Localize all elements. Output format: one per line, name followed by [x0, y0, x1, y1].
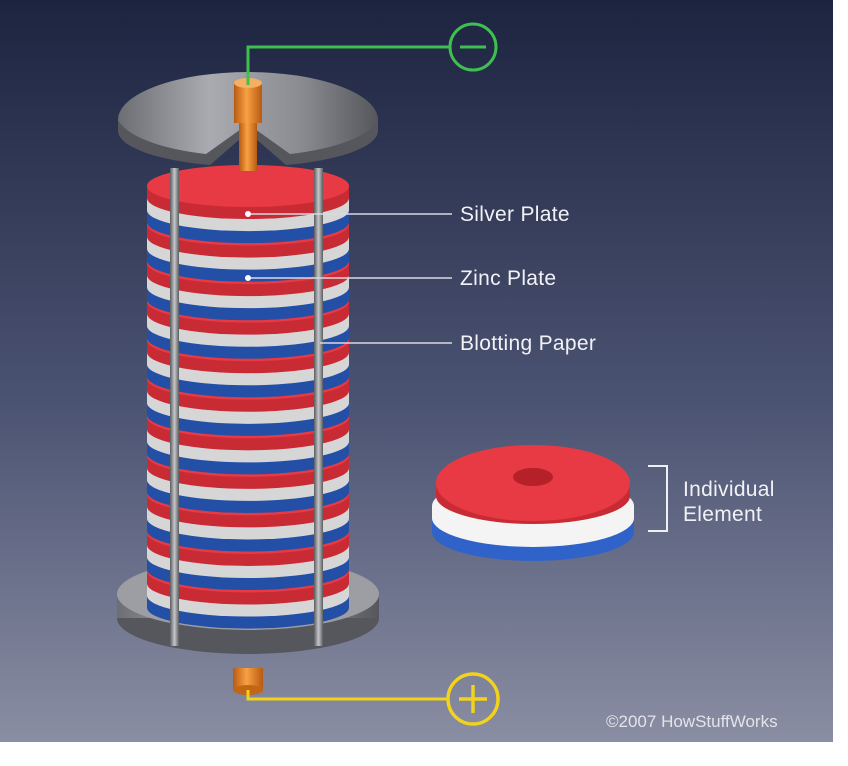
- positive-wire: [246, 690, 448, 701]
- negative-terminal-icon: [448, 22, 498, 72]
- leader-silver-plate: [245, 211, 452, 217]
- positive-terminal-icon: [446, 672, 500, 726]
- label-silver-plate: Silver Plate: [460, 203, 570, 226]
- label-individual-element-line2: Element: [683, 503, 763, 526]
- individual-element-bracket: [648, 465, 668, 532]
- copyright-credit: ©2007 HowStuffWorks: [606, 712, 778, 731]
- support-rod-right: [314, 168, 323, 646]
- label-zinc-plate: Zinc Plate: [460, 267, 557, 290]
- individual-element-disc: [432, 445, 634, 561]
- disc-stack: [147, 165, 349, 629]
- label-individual-element-line1: Individual: [683, 478, 775, 501]
- support-rod-left: [170, 168, 179, 646]
- silver-plate-disc: [147, 165, 349, 220]
- label-blotting-paper: Blotting Paper: [460, 332, 597, 355]
- negative-wire: [246, 45, 450, 85]
- leader-zinc-plate: [245, 275, 452, 281]
- negative-terminal-post: [234, 78, 262, 171]
